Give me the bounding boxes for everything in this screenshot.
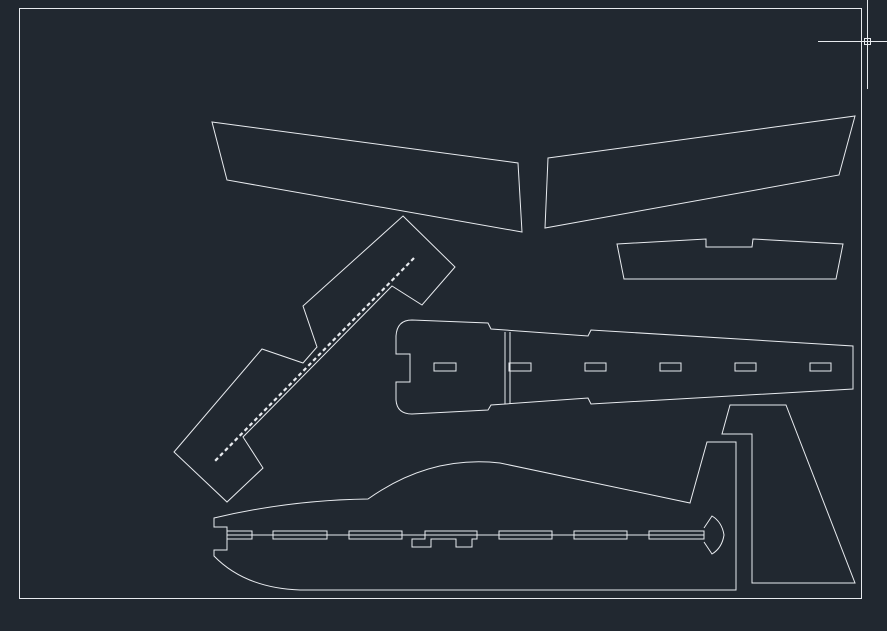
fuselage-side-tab <box>411 530 478 548</box>
fuselage-side-slot <box>573 530 628 540</box>
fuselage-side-slot <box>648 530 705 540</box>
fuselage-top-slot <box>809 362 832 372</box>
diagonal-wing-outline <box>173 215 456 503</box>
horizontal-stabilizer[interactable] <box>616 238 844 280</box>
diagonal-wing-part[interactable] <box>173 215 456 503</box>
left-wing-panel[interactable] <box>211 121 523 233</box>
crosshair-cursor-icon <box>818 0 887 89</box>
fuselage-top-piece[interactable] <box>395 319 854 415</box>
fuselage-top-slot <box>508 362 532 372</box>
fuselage-side-outline <box>213 441 737 591</box>
fuselage-top-slot <box>659 362 682 372</box>
fuselage-top-slot <box>433 362 457 372</box>
fuselage-side-slot <box>498 530 553 540</box>
vertical-fin[interactable] <box>721 404 856 584</box>
fuselage-side-slot <box>272 530 328 540</box>
fuselage-side-profile[interactable] <box>213 441 737 591</box>
fuselage-side-slot <box>348 530 403 540</box>
drawing-frame <box>19 8 862 599</box>
fuselage-top-outline <box>395 319 854 415</box>
right-wing-panel[interactable] <box>544 115 856 229</box>
fuselage-top-slot <box>584 362 607 372</box>
cursor-pick-box <box>864 38 871 45</box>
diagonal-wing-spar-line <box>213 257 415 463</box>
fuselage-tail-notch <box>703 515 725 555</box>
fuselage-side-slot <box>226 530 253 540</box>
fuselage-top-slot <box>734 362 757 372</box>
